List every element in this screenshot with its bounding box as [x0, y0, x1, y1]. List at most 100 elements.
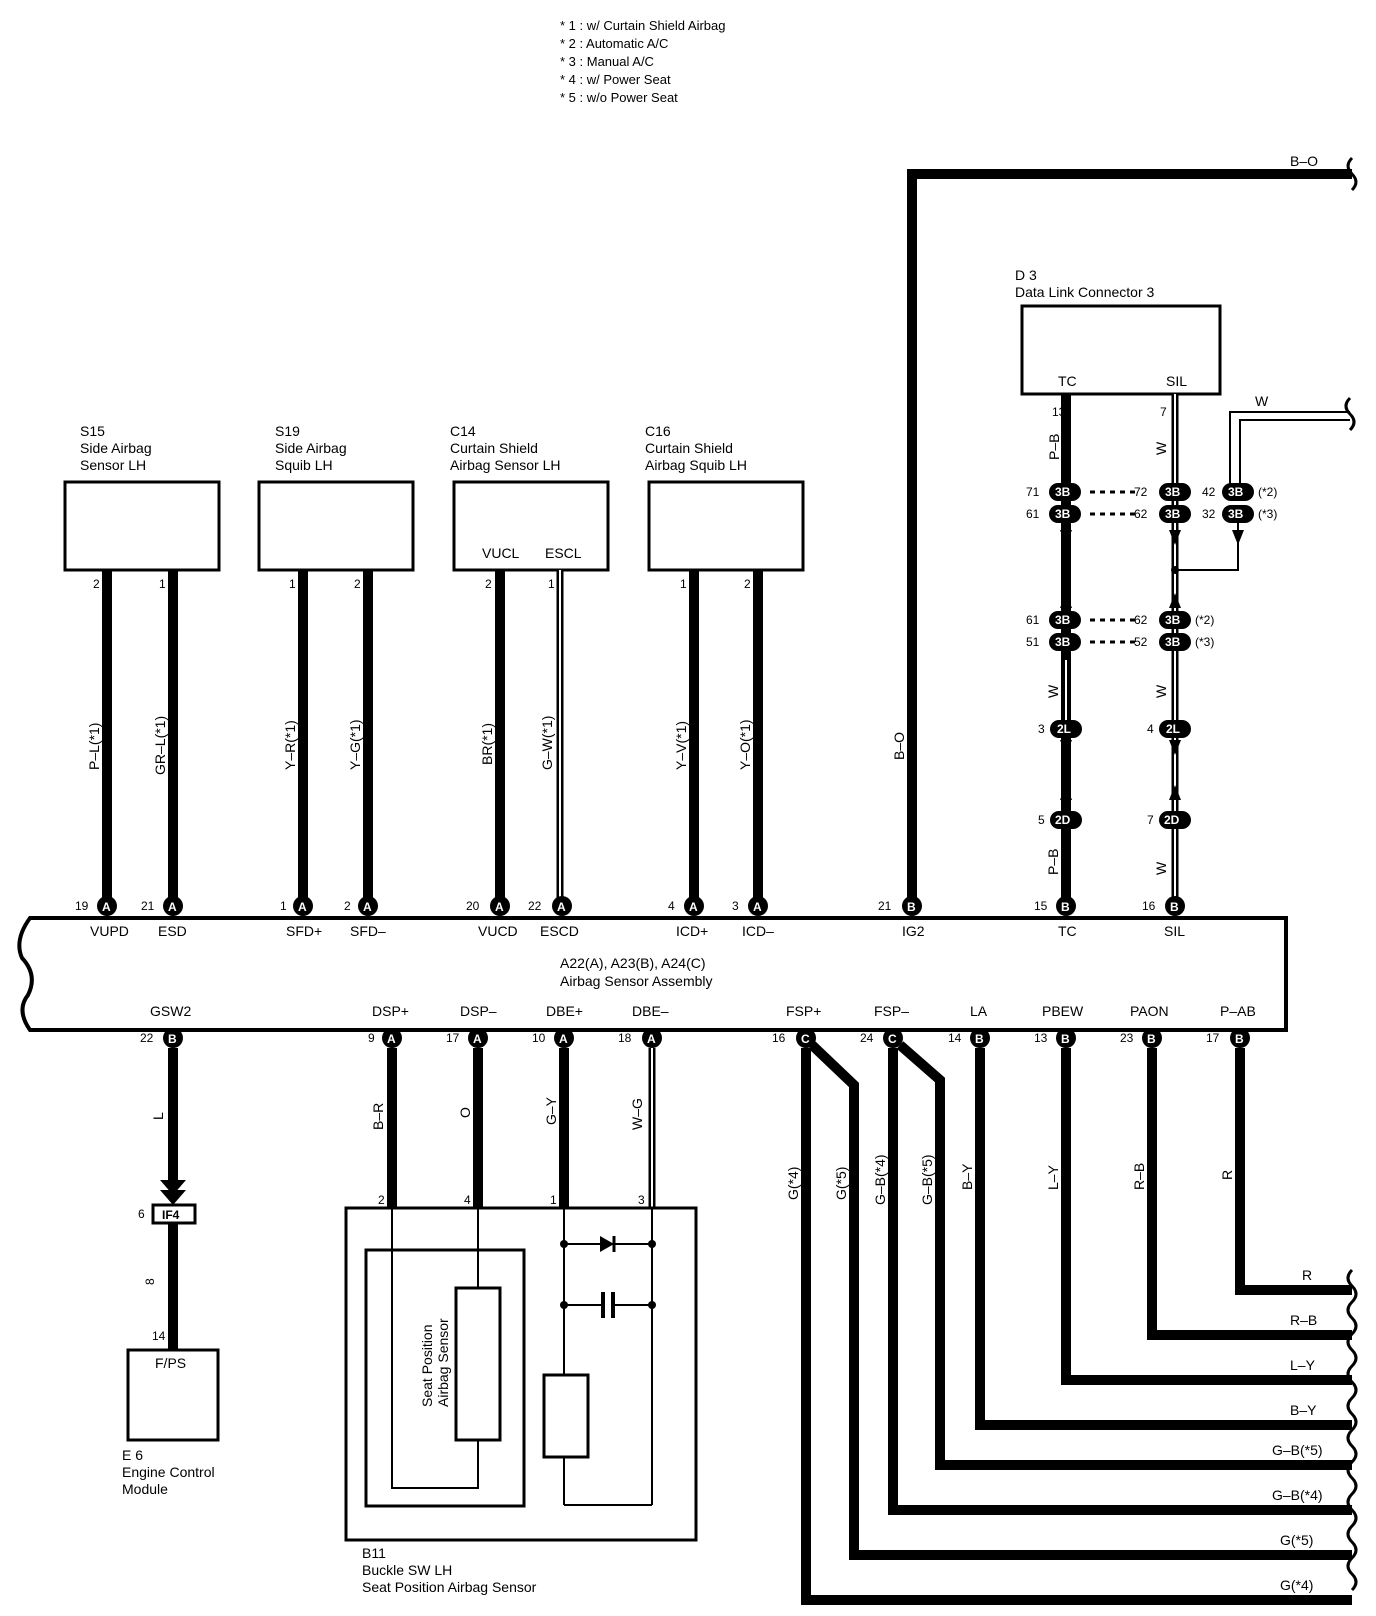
- terminal-name: ICD+: [676, 923, 708, 939]
- assembly-name: Airbag Sensor Assembly: [560, 973, 713, 989]
- jc-pin: 61: [1026, 507, 1040, 521]
- d3-term-sil: SIL: [1166, 373, 1187, 389]
- jc-pin: 62: [1134, 613, 1148, 627]
- wire-color-dbe-minus: W–G: [629, 1098, 645, 1130]
- terminal-name: IG2: [902, 923, 925, 939]
- wire-color-dsp-minus: O: [457, 1107, 473, 1118]
- ecm-wire-mark: 8: [143, 1278, 157, 1285]
- wire-color-icd-minus: Y–O(*1): [737, 719, 753, 770]
- terminal-name: DBE–: [632, 1003, 669, 1019]
- terminal-conn: A: [168, 900, 177, 914]
- notes-legend: * 1 : w/ Curtain Shield Airbag * 2 : Aut…: [560, 18, 725, 105]
- terminal-conn: B: [1235, 1032, 1244, 1046]
- terminal-pin: 22: [140, 1031, 154, 1045]
- jc-code: 3B: [1165, 507, 1181, 521]
- c16-name1: Curtain Shield: [645, 440, 733, 456]
- c14-code: C14: [450, 423, 476, 439]
- jc-code: 3B: [1228, 507, 1244, 521]
- s15-name1: Side Airbag: [80, 440, 152, 456]
- jc-pin: 72: [1134, 485, 1148, 499]
- terminal-pin: 10: [532, 1031, 546, 1045]
- terminal-name: GSW2: [150, 1003, 191, 1019]
- terminal-conn: A: [495, 900, 504, 914]
- exit-label: G(*5): [1280, 1532, 1313, 1548]
- jc-code: 3B: [1055, 613, 1071, 627]
- jc-code: 3B: [1055, 507, 1071, 521]
- terminal-conn: A: [102, 900, 111, 914]
- terminal-name: DSP–: [460, 1003, 497, 1019]
- jc-code: 3B: [1055, 635, 1071, 649]
- c16-pin-icd-minus: 2: [744, 577, 751, 591]
- jc-code: 2L: [1057, 722, 1071, 736]
- terminal-pin: 1: [280, 899, 287, 913]
- junction-3b-upper: 71 3B 61 3B 72 3B 62 3B 42 3B (*2) 32 3B…: [1026, 483, 1277, 523]
- terminal-pin: 13: [1034, 1031, 1048, 1045]
- s19-code: S19: [275, 423, 300, 439]
- s15-name2: Sensor LH: [80, 457, 146, 473]
- component-c16: C16 Curtain Shield Airbag Squib LH 1 2 Y…: [645, 423, 805, 905]
- c14-term-escl: ESCL: [545, 545, 582, 561]
- right-exit-wires: G(*4) G(*5) G–B(*4) G–B(*5) B–Y L–Y R–B …: [785, 1041, 1358, 1605]
- terminal-name: ESD: [158, 923, 187, 939]
- d3-term-tc: TC: [1058, 373, 1077, 389]
- wire-color-sil-mid: W: [1153, 684, 1169, 698]
- terminal-name: PAON: [1130, 1003, 1169, 1019]
- terminal-name: ESCD: [540, 923, 579, 939]
- terminal-conn: A: [753, 900, 762, 914]
- wire-color-la: B–Y: [959, 1163, 975, 1190]
- component-d3: D 3 Data Link Connector 3 TC SIL 13 7: [1015, 267, 1222, 419]
- wire-color-tc-low: P–B: [1045, 849, 1061, 875]
- note-5: * 5 : w/o Power Seat: [560, 90, 678, 105]
- exit-label: G(*4): [1280, 1577, 1313, 1593]
- s15-code: S15: [80, 423, 105, 439]
- d3-pin-sil: 7: [1160, 405, 1167, 419]
- jc-variant: (*2): [1195, 613, 1214, 627]
- s19-pin-sfd-minus: 2: [354, 577, 361, 591]
- terminal-conn: A: [298, 900, 307, 914]
- airbag-sensor-assembly: A22(A), A23(B), A24(C) Airbag Sensor Ass…: [17, 916, 1288, 1032]
- jc-variant: (*2): [1258, 485, 1277, 499]
- terminal-conn: A: [647, 1032, 656, 1046]
- jc-pin: 71: [1026, 485, 1040, 499]
- exit-label: R: [1302, 1267, 1312, 1283]
- ecm-name2: Module: [122, 1481, 168, 1497]
- jc-pin: 3: [1038, 722, 1045, 736]
- s15-pin-vupd: 2: [93, 577, 100, 591]
- terminal-pin: 4: [668, 899, 675, 913]
- wire-color-icd-plus: Y–V(*1): [673, 721, 689, 770]
- jc-code: 2D: [1055, 813, 1071, 827]
- diode-icon: [600, 1236, 614, 1252]
- c14-name2: Airbag Sensor LH: [450, 457, 561, 473]
- terminal-name: SFD–: [350, 923, 386, 939]
- jc-variant: (*3): [1195, 635, 1214, 649]
- wire-color-dbe-plus: G–Y: [543, 1096, 559, 1125]
- jc-pin: 5: [1038, 813, 1045, 827]
- jc-pin: 7: [1147, 813, 1154, 827]
- ig2-wire: B–O B–O: [891, 153, 1358, 905]
- terminal-pin: 9: [368, 1031, 375, 1045]
- s19-pin-sfd-plus: 1: [289, 577, 296, 591]
- exit-label: G–B(*5): [1272, 1442, 1323, 1458]
- wire-color-dsp-plus: B–R: [370, 1103, 386, 1130]
- terminal-name: VUPD: [90, 923, 129, 939]
- jc-code: 2D: [1164, 813, 1180, 827]
- wire-color-sil-low: W: [1153, 861, 1169, 875]
- terminal-conn: A: [363, 900, 372, 914]
- wire-color-vucd: BR(*1): [479, 723, 495, 765]
- terminal-conn: B: [1061, 1032, 1070, 1046]
- jc-code: 3B: [1165, 485, 1181, 499]
- d3-code: D 3: [1015, 267, 1037, 283]
- b11-name1: Buckle SW LH: [362, 1562, 452, 1578]
- wire-color-fsp-plus-5: G(*5): [833, 1167, 849, 1200]
- b11-pin: 4: [464, 1193, 471, 1207]
- if4-code: IF4: [162, 1208, 180, 1222]
- jc-pin: 62: [1134, 507, 1148, 521]
- note-4: * 4 : w/ Power Seat: [560, 72, 671, 87]
- terminal-pin: 19: [75, 899, 89, 913]
- terminal-conn: C: [888, 1032, 897, 1046]
- terminal-pin: 23: [1120, 1031, 1134, 1045]
- s19-name1: Side Airbag: [275, 440, 347, 456]
- terminal-conn: B: [975, 1032, 984, 1046]
- wire-color-sfd-plus: Y–R(*1): [282, 720, 298, 770]
- terminal-name: LA: [970, 1003, 988, 1019]
